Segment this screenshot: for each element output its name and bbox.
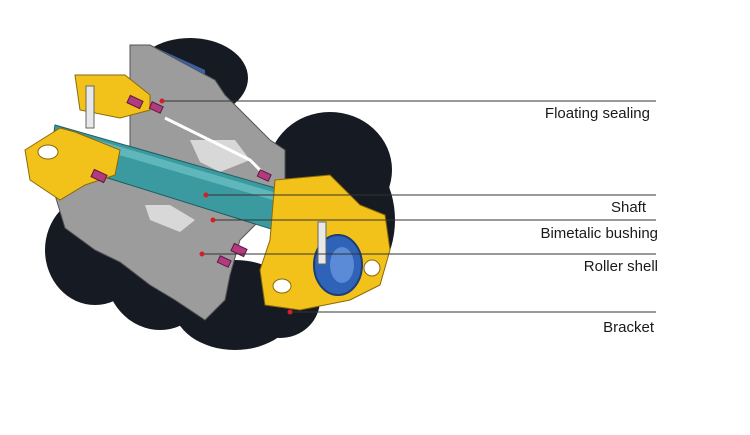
label-shaft: Shaft <box>610 199 646 216</box>
roller-shell-cavity <box>190 140 250 172</box>
roller-shell-cavity-2 <box>145 205 195 232</box>
bushing-inner <box>330 247 354 283</box>
leader-dots <box>159 98 293 315</box>
label-floating-sealing: Floating sealing <box>544 105 650 122</box>
pin-left <box>85 85 95 129</box>
right-bracket-hole-2 <box>272 278 292 294</box>
right-bracket-hole <box>363 259 381 277</box>
leader-lines <box>162 100 656 313</box>
left-bracket-hole <box>37 144 59 160</box>
label-roller-shell: Roller shell <box>583 258 658 275</box>
pin-right <box>317 221 327 265</box>
label-bracket: Bracket <box>603 319 654 336</box>
label-bimetalic-bushing: Bimetalic bushing <box>540 225 658 242</box>
floating-seals <box>90 94 272 268</box>
